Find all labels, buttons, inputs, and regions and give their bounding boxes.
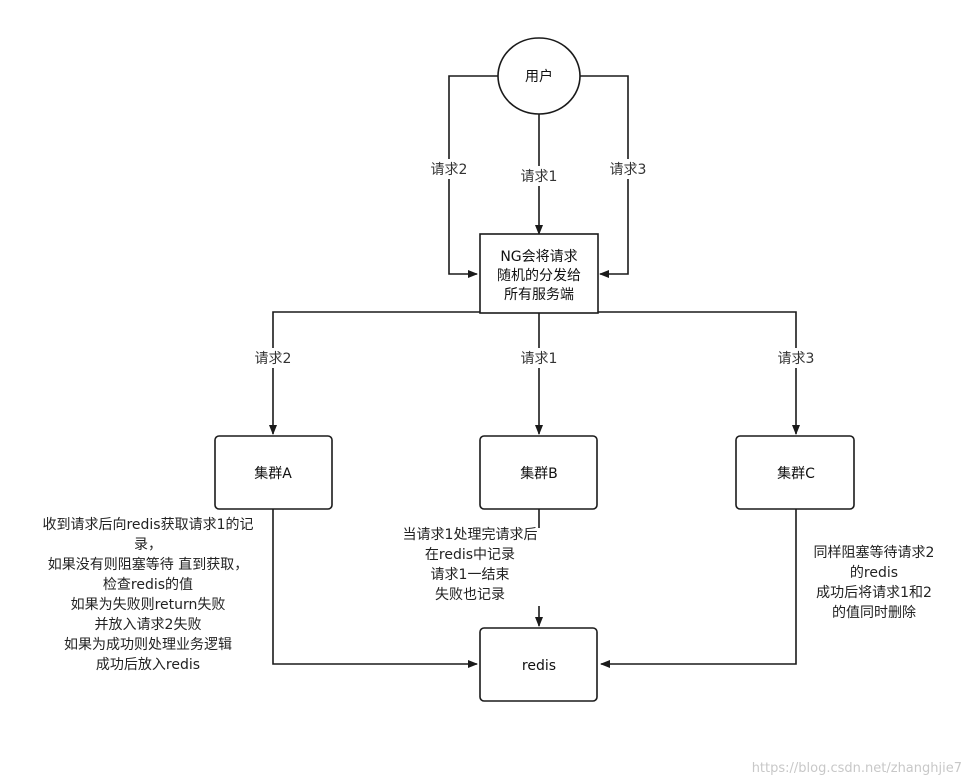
note-left-line: 收到请求后向redis获取请求1的记: [42, 517, 253, 533]
watermark-text: https://blog.csdn.net/zhanghjie7: [752, 761, 962, 776]
cluster-c-node: 集群C: [735, 435, 855, 510]
cluster-b-node: 集群B: [479, 435, 598, 510]
edge-ng-cluster-c: [598, 311, 800, 435]
note-middle-line: 当请求1处理完请求后: [403, 527, 538, 543]
ng-node-line-3: 所有服务端: [504, 287, 574, 303]
edge-label-bottom-right: 请求3: [773, 348, 819, 368]
note-right-line: 的值同时删除: [832, 605, 916, 621]
note-left-line: 成功后放入redis: [96, 657, 200, 673]
edge-label-top-left: 请求2: [426, 159, 472, 179]
note-left-line: 检查redis的值: [103, 577, 193, 593]
note-left-line: 并放入请求2失败: [95, 617, 202, 633]
note-right-line: 的redis: [850, 565, 898, 581]
edge-ng-cluster-a: [269, 311, 480, 435]
note-right-line: 成功后将请求1和2: [816, 585, 932, 601]
edge-cluster-a-redis: [272, 509, 478, 668]
redis-node: redis: [479, 627, 598, 702]
edge-label-bottom-mid: 请求1: [516, 348, 562, 368]
redis-node-label: redis: [522, 658, 556, 674]
cluster-c-label: 集群C: [777, 465, 815, 482]
svg-text:请求2: 请求2: [255, 351, 292, 367]
ng-node: NG会将请求 随机的分发给 所有服务端: [479, 233, 599, 314]
note-middle-line: 在redis中记录: [425, 547, 515, 563]
cluster-a-label: 集群A: [254, 465, 292, 482]
note-middle: 当请求1处理完请求后 在redis中记录 请求1一结束 失败也记录: [403, 527, 545, 606]
note-middle-line: 失败也记录: [435, 587, 505, 603]
ng-node-line-1: NG会将请求: [500, 249, 577, 265]
note-left-line: 如果没有则阻塞等待 直到获取，: [48, 556, 248, 573]
note-left-line: 如果为成功则处理业务逻辑: [64, 637, 232, 653]
note-middle-line: 请求1一结束: [431, 567, 510, 583]
ng-node-line-2: 随机的分发给: [497, 268, 581, 284]
edge-label-bottom-left: 请求2: [250, 348, 296, 368]
cluster-b-label: 集群B: [520, 465, 558, 482]
note-left: 收到请求后向redis获取请求1的记 录， 如果没有则阻塞等待 直到获取， 检查…: [42, 517, 253, 673]
cluster-a-node: 集群A: [214, 435, 333, 510]
edge-label-top-right: 请求3: [605, 159, 651, 179]
svg-text:请求3: 请求3: [778, 351, 815, 367]
svg-text:请求2: 请求2: [431, 162, 468, 178]
user-node-label: 用户: [525, 68, 553, 85]
note-left-line: 如果为失败则return失败: [71, 597, 226, 613]
note-right-line: 同样阻塞等待请求2: [814, 544, 935, 561]
edge-cluster-c-redis: [600, 509, 797, 668]
svg-text:请求1: 请求1: [521, 351, 558, 367]
svg-text:请求3: 请求3: [610, 162, 647, 178]
svg-text:请求1: 请求1: [521, 169, 558, 185]
user-node: 用户: [497, 37, 581, 115]
note-left-line: 录，: [134, 537, 162, 553]
note-right: 同样阻塞等待请求2 的redis 成功后将请求1和2 的值同时删除: [814, 544, 935, 621]
edge-label-top-mid: 请求1: [516, 166, 562, 186]
